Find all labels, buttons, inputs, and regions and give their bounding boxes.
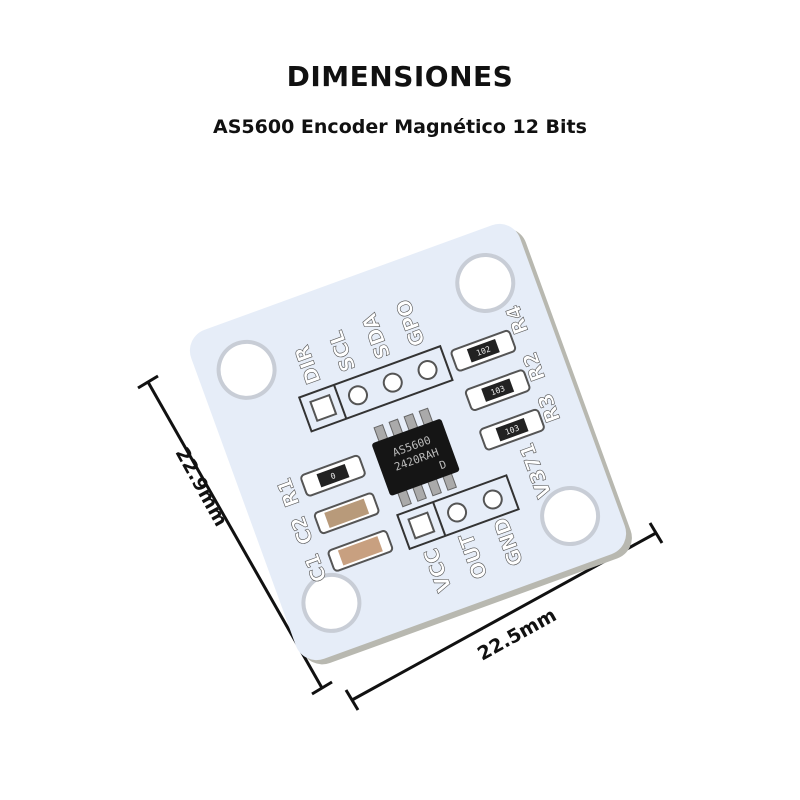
capacitor-c2 [313, 492, 380, 535]
pin-pad [407, 511, 436, 540]
mounting-hole [216, 339, 277, 400]
pin-pad [447, 502, 468, 523]
capacitor-c1 [327, 530, 394, 572]
pcb-board: DIR SCL SDA GPO AS5600 2420RAH D 102 R4 … [189, 223, 632, 665]
resistor-r3: 103 [479, 408, 545, 451]
width-label: 22.5mm [474, 604, 560, 665]
pin-pad [417, 359, 438, 380]
resistor-r1: 0 [300, 454, 366, 497]
page-title: DIMENSIONES [286, 60, 514, 93]
mounting-hole [455, 252, 516, 313]
mounting-hole [540, 486, 601, 547]
mounting-hole [301, 572, 362, 633]
chip-marking: D [438, 458, 449, 472]
pin-label-scl: SCL [323, 327, 360, 375]
height-label: 22.9mm [171, 444, 232, 530]
resistor-r4: 102 [450, 329, 517, 372]
svg-text:0: 0 [329, 471, 337, 481]
pin-pad [309, 393, 338, 423]
resistor-r2: 103 [464, 369, 531, 412]
pin-pad [382, 372, 403, 393]
as5600-chip: AS5600 2420RAH D [372, 407, 460, 508]
pin-pad [348, 385, 369, 406]
page-subtitle: AS5600 Encoder Magnético 12 Bits [213, 116, 587, 138]
pin-pad [482, 489, 503, 510]
